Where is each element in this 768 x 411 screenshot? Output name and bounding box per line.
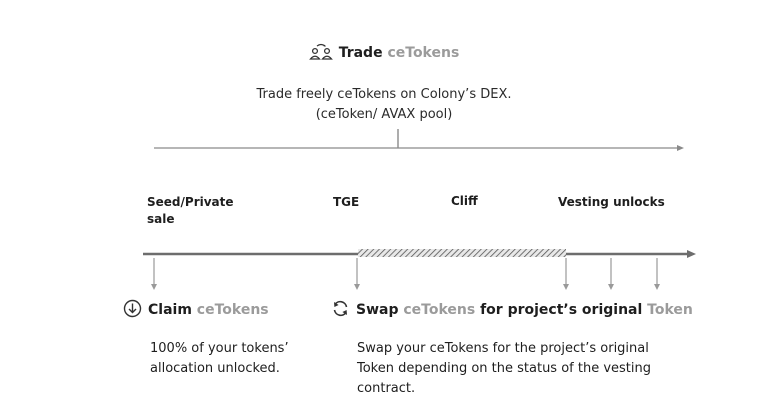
trade-description: Trade freely ceTokens on Colony’s DEX. (… <box>0 85 768 125</box>
phase-cliff: Cliff <box>451 194 478 208</box>
trade-description-line2: (ceToken/ AVAX pool) <box>315 107 453 122</box>
claim-description-line1: 100% of your tokens’ <box>150 341 289 356</box>
claim-description-line2: allocation unlocked. <box>150 361 280 376</box>
trade-title-muted: ceTokens <box>387 45 460 61</box>
trade-period-line <box>154 129 684 151</box>
refresh-icon <box>331 299 350 322</box>
swap-description-line2: Token depending on the status of the ves… <box>357 361 652 376</box>
people-swap-icon <box>308 43 333 65</box>
trade-title-bold: Trade <box>338 45 383 61</box>
swap-title: Swap ceTokens for project’s original Tok… <box>331 299 693 322</box>
trade-description-line1: Trade freely ceTokens on Colony’s DEX. <box>256 87 512 102</box>
phase-vesting-unlocks: Vesting unlocks <box>558 195 665 209</box>
swap-title-bold2: for project’s original <box>480 302 643 318</box>
download-circle-icon <box>123 299 142 322</box>
phase-tge: TGE <box>333 195 360 209</box>
claim-title: Claim ceTokens <box>123 299 269 322</box>
swap-title-bold1: Swap <box>356 302 399 318</box>
phase-seed-line1: Seed/Private <box>147 195 234 209</box>
cliff-bar <box>358 249 566 257</box>
swap-description-line3: contract. <box>357 381 416 396</box>
swap-description-line1: Swap your ceTokens for the project’s ori… <box>357 341 649 356</box>
phase-seed-line2: sale <box>147 212 175 226</box>
swap-description: Swap your ceTokens for the project’s ori… <box>357 339 651 399</box>
tge-arrow <box>354 258 360 290</box>
claim-title-bold: Claim <box>148 302 192 318</box>
phase-seed-private-sale: Seed/Private sale <box>147 194 234 228</box>
swap-title-muted1: ceTokens <box>403 302 476 318</box>
vesting-arrow-3 <box>654 258 660 290</box>
vesting-arrow-2 <box>608 258 614 290</box>
vesting-arrow-1 <box>563 258 569 290</box>
claim-title-muted: ceTokens <box>196 302 269 318</box>
trade-title: Trade ceTokens <box>0 43 768 65</box>
swap-title-muted2: Token <box>647 302 693 318</box>
claim-description: 100% of your tokens’ allocation unlocked… <box>150 339 289 379</box>
seed-arrow <box>151 258 157 290</box>
